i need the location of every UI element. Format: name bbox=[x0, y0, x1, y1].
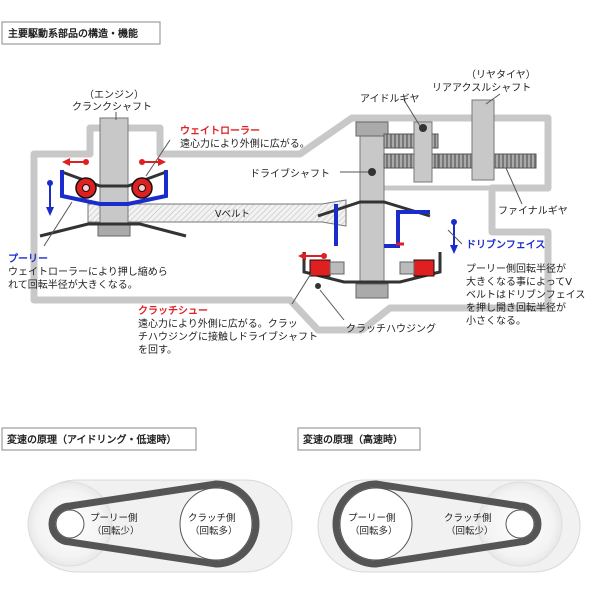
idle-gear-shaft bbox=[413, 121, 433, 183]
drive-pulley-face-lower bbox=[39, 222, 187, 238]
idle-clutch-label-1: クラッチ側 bbox=[188, 512, 236, 524]
weight-roller-right bbox=[131, 177, 153, 199]
idle-pulley-label-2: （回転少） bbox=[92, 525, 140, 537]
ramp-plate bbox=[60, 170, 168, 206]
pulley-desc-1: ウェイトローラーにより押し縮めら bbox=[8, 265, 168, 278]
structure-title-box: 主要駆動系部品の構造・機能 bbox=[1, 21, 161, 45]
clutch-housing-marker bbox=[315, 283, 321, 289]
drive-shaft-bottom-nut bbox=[355, 283, 389, 299]
idle-gear-label: アイドルギヤ bbox=[360, 93, 420, 105]
idle-pulley-label-1: プーリー側 bbox=[90, 512, 138, 524]
idle-title-box: 変速の原理（アイドリング・低速時） bbox=[1, 427, 197, 451]
crankshaft-nut bbox=[97, 223, 131, 237]
idle-gear-marker bbox=[419, 124, 427, 132]
high-title: 変速の原理（高速時） bbox=[303, 433, 403, 446]
pulley-desc-2: れて回転半径が大きくなる。 bbox=[8, 278, 138, 291]
driven-face-arrow bbox=[450, 219, 458, 254]
high-clutch-small bbox=[505, 509, 535, 539]
driven-desc-3: ベルトはドリブンフェイス bbox=[466, 288, 585, 301]
clutch-shoe-arrow bbox=[298, 252, 327, 260]
high-pulley-label-1: プーリー側 bbox=[348, 512, 396, 524]
clutch-housing-label: クラッチハウジング bbox=[346, 322, 436, 335]
clutch-shoe-desc-3: を回す。 bbox=[138, 344, 177, 356]
drive-shaft-top-nut bbox=[355, 121, 389, 137]
crankshaft-label: クランクシャフト bbox=[72, 101, 152, 113]
high-belt bbox=[332, 480, 542, 568]
high-clutch-label-1: クラッチ側 bbox=[444, 512, 492, 524]
engine-label: （エンジン） bbox=[84, 89, 144, 101]
idle-title: 変速の原理（アイドリング・低速時） bbox=[7, 433, 177, 446]
idle-pulley-small bbox=[55, 509, 85, 539]
structure-title: 主要駆動系部品の構造・機能 bbox=[8, 27, 138, 40]
high-diagram: プーリー側 （回転多） クラッチ側 （回転少） bbox=[317, 479, 581, 573]
high-title-box: 変速の原理（高速時） bbox=[297, 427, 421, 451]
clutch-shoe-desc-2: チハウジングに接触しドライブシャフト bbox=[138, 330, 318, 343]
driven-desc-5: 小さくなる。 bbox=[466, 315, 526, 327]
rear-axle-shaft bbox=[471, 99, 495, 181]
clutch-shoe-desc-1: 遠心力により外側に広がる。クラッ bbox=[138, 317, 298, 330]
v-belt-label: Vベルト bbox=[215, 209, 250, 220]
idle-clutch-large bbox=[179, 487, 253, 561]
rear-axle-label: リアアクスルシャフト bbox=[432, 82, 531, 94]
high-pulley-label-2: （回転多） bbox=[350, 525, 398, 537]
driven-face-blue bbox=[334, 204, 430, 248]
rear-tire-label: （リヤタイヤ） bbox=[466, 69, 536, 81]
drive-shaft-label: ドライブシャフト bbox=[250, 167, 330, 180]
clutch-housing bbox=[302, 252, 442, 284]
idle-clutch-label-2: （回転多） bbox=[190, 525, 238, 537]
clutch-shoe-left-arm bbox=[329, 261, 345, 275]
clutch-shoe-left bbox=[309, 259, 331, 277]
idle-diagram: プーリー側 （回転少） クラッチ側 （回転多） bbox=[27, 479, 293, 573]
roller-arrow-left bbox=[62, 158, 89, 166]
v-belt bbox=[87, 199, 347, 227]
driven-face-upper bbox=[317, 200, 431, 218]
pulley-arrow bbox=[46, 180, 54, 216]
driven-desc-2: 大きくなる事によってV bbox=[466, 275, 572, 288]
drive-shaft bbox=[359, 123, 385, 295]
clutch-shoe-title: クラッチシュー bbox=[138, 305, 208, 317]
weight-roller-desc: 遠心力により外側に広がる。 bbox=[180, 137, 310, 150]
crankshaft bbox=[99, 117, 129, 237]
clutch-shoe-right bbox=[413, 259, 435, 277]
high-pulley-large bbox=[339, 487, 413, 561]
weight-roller-title: ウェイトローラー bbox=[180, 125, 260, 137]
clutch-shoe-right-arm bbox=[399, 261, 415, 275]
leader-lines bbox=[43, 93, 523, 321]
weight-roller-left bbox=[75, 177, 97, 199]
drive-shaft-marker bbox=[368, 168, 376, 176]
roller-arrow-right bbox=[139, 158, 166, 166]
driven-desc-4: を押し開き回転半径が bbox=[466, 301, 566, 314]
driven-face-title: ドリブンフェイス bbox=[466, 238, 545, 251]
final-gear-label: ファイナルギヤ bbox=[498, 205, 568, 217]
pulley-title: プーリー bbox=[8, 252, 48, 265]
driven-desc-1: プーリー側回転半径が bbox=[466, 262, 566, 275]
idle-belt bbox=[48, 480, 260, 568]
high-clutch-label-2: （回転少） bbox=[446, 525, 494, 537]
